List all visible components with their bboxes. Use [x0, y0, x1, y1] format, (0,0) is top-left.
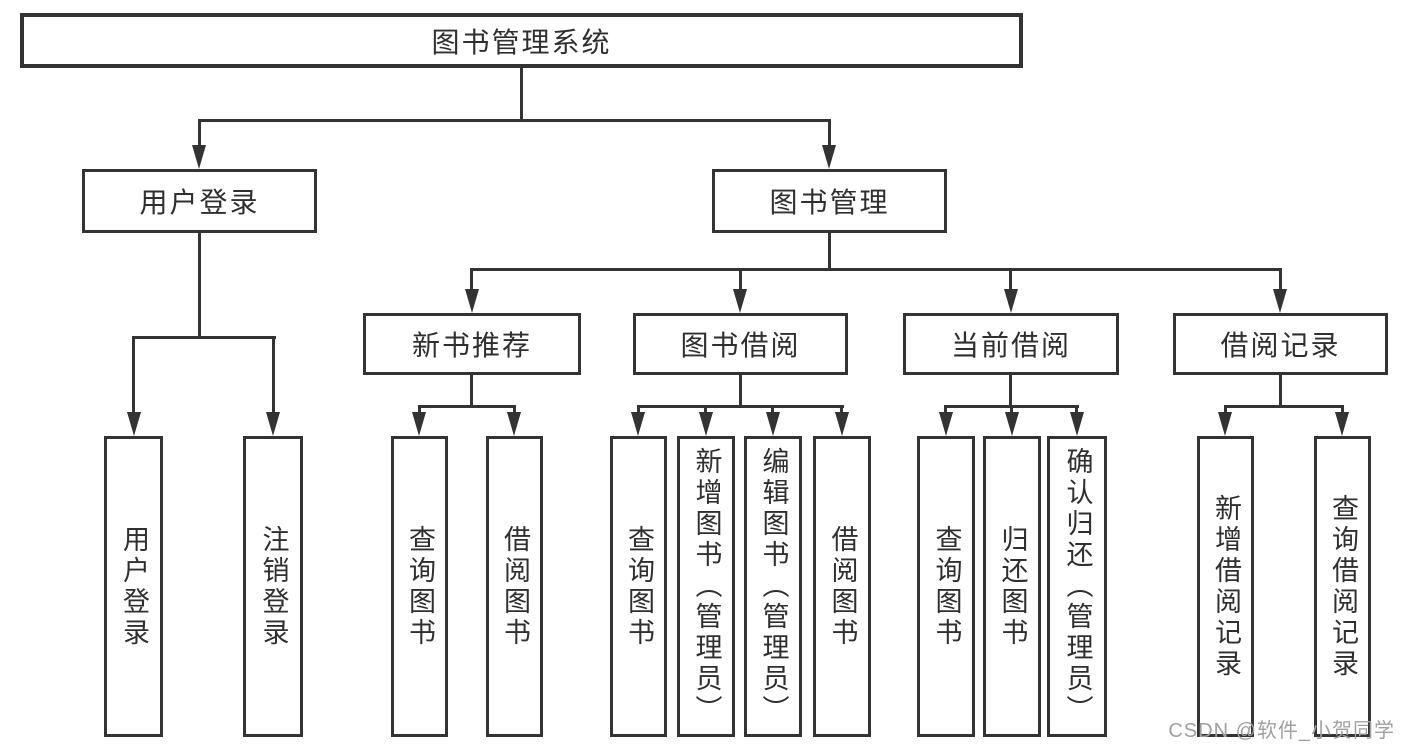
- connector-line: [637, 405, 844, 408]
- arrowhead-down-icon: [631, 412, 645, 436]
- connector-line: [132, 336, 135, 415]
- connector-line: [1010, 405, 1013, 414]
- leaf-label: 查询图书: [931, 524, 962, 649]
- leaf-return-books: 归还图书: [983, 436, 1041, 737]
- leaf-label: 查询图书: [624, 524, 654, 649]
- arrowhead-down-icon: [1335, 412, 1349, 436]
- leaf-query-borrow-record: 查询借阅记录: [1314, 436, 1371, 737]
- connector-line: [944, 405, 947, 414]
- arrowhead-down-icon: [699, 412, 713, 436]
- connector-line: [513, 405, 516, 414]
- connector-line: [1279, 375, 1282, 406]
- connector-line: [132, 336, 276, 339]
- connector-line: [1224, 405, 1227, 414]
- arrowhead-down-icon: [1005, 412, 1019, 436]
- leaf-label: 借阅图书: [827, 524, 858, 649]
- connector-line: [1279, 268, 1282, 292]
- connector-line: [704, 405, 707, 414]
- arrowhead-down-icon: [507, 412, 521, 436]
- connector-line: [1075, 405, 1078, 414]
- connector-line: [418, 405, 421, 414]
- connector-line: [828, 233, 831, 271]
- connector-line: [1224, 405, 1344, 408]
- connector-line: [840, 405, 843, 414]
- node-user-login-branch: 用户登录: [82, 169, 317, 233]
- connector-line: [1009, 375, 1012, 406]
- arrowhead-down-icon: [192, 145, 206, 169]
- leaf-borrow-books: 借阅图书: [813, 436, 871, 737]
- arrowhead-down-icon: [1070, 412, 1084, 436]
- arrowhead-down-icon: [939, 412, 953, 436]
- leaf-label: 新增图书（管理员）: [691, 447, 722, 726]
- node-book-borrowing: 图书借阅: [633, 313, 848, 375]
- leaf-confirm-return-admin: 确认归还（管理员）: [1047, 436, 1107, 737]
- node-current-borrowing: 当前借阅: [903, 313, 1119, 375]
- leaf-add-borrow-record: 新增借阅记录: [1197, 436, 1254, 737]
- leaf-label: 编辑图书（管理员）: [758, 447, 789, 726]
- leaf-user-login: 用户登录: [104, 436, 163, 737]
- arrowhead-down-icon: [822, 145, 836, 169]
- connector-line: [739, 375, 742, 406]
- connector-line: [771, 405, 774, 414]
- connector-line: [1341, 405, 1344, 414]
- node-library-management-system: 图书管理系统: [20, 13, 1023, 68]
- leaf-label: 查询借阅记录: [1328, 493, 1358, 680]
- connector-line: [272, 336, 275, 415]
- leaf-label: 用户登录: [119, 524, 149, 649]
- arrowhead-down-icon: [465, 289, 479, 313]
- leaf-query-books-borrowing: 查询图书: [610, 436, 667, 737]
- node-book-management-branch: 图书管理: [712, 169, 947, 233]
- leaf-borrow-books-recommend: 借阅图书: [486, 436, 543, 737]
- arrowhead-down-icon: [1218, 412, 1232, 436]
- leaf-query-books-recommend: 查询图书: [391, 436, 448, 737]
- leaf-query-books-current: 查询图书: [917, 436, 975, 737]
- arrowhead-down-icon: [412, 412, 426, 436]
- connector-line: [637, 405, 640, 414]
- leaf-label: 新增借阅记录: [1211, 493, 1241, 680]
- connector-line: [739, 268, 742, 292]
- leaf-label: 注销登录: [258, 524, 289, 649]
- leaf-logout: 注销登录: [243, 436, 303, 737]
- node-new-book-recommendation: 新书推荐: [363, 313, 581, 375]
- leaf-label: 借阅图书: [500, 524, 530, 649]
- node-borrowing-records: 借阅记录: [1173, 313, 1388, 375]
- connector-line: [520, 68, 523, 119]
- connector-line: [198, 233, 201, 336]
- leaf-label: 查询图书: [405, 524, 435, 649]
- arrowhead-down-icon: [835, 412, 849, 436]
- leaf-add-books-admin: 新增图书（管理员）: [677, 436, 735, 737]
- arrowhead-down-icon: [766, 412, 780, 436]
- arrowhead-down-icon: [1004, 289, 1018, 313]
- connector-line: [470, 375, 473, 406]
- connector-line: [470, 268, 473, 292]
- csdn-watermark: CSDN @软件_小贺同学: [1168, 720, 1395, 742]
- connector-line: [1009, 268, 1012, 292]
- arrowhead-down-icon: [1273, 289, 1287, 313]
- connector-line: [418, 405, 516, 408]
- arrowhead-down-icon: [266, 412, 280, 436]
- arrowhead-down-icon: [733, 289, 747, 313]
- connector-line: [198, 119, 831, 122]
- connector-line: [828, 119, 831, 147]
- leaf-label: 归还图书: [997, 524, 1028, 649]
- leaf-label: 确认归还（管理员）: [1062, 447, 1093, 726]
- arrowhead-down-icon: [127, 412, 141, 436]
- leaf-edit-books-admin: 编辑图书（管理员）: [744, 436, 802, 737]
- connector-line: [198, 119, 201, 147]
- connector-line: [470, 268, 1282, 271]
